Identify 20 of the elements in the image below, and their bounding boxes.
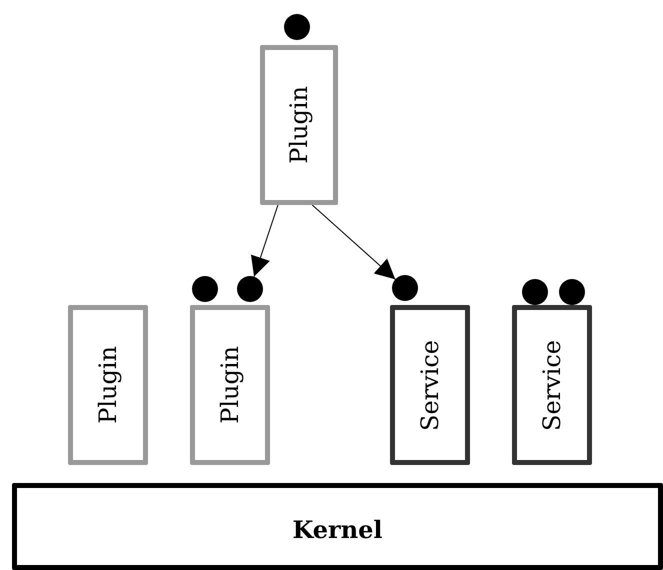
plugin-box [260, 45, 338, 205]
service-box [512, 305, 592, 465]
plugin-label: Plugin [216, 346, 244, 424]
service-label: Service [538, 340, 566, 430]
connector-dot [522, 279, 548, 305]
arrow [250, 204, 278, 278]
plugin-box [190, 305, 270, 465]
connector-dot [392, 275, 418, 301]
service-box [390, 305, 470, 465]
service-label: Service [416, 340, 444, 430]
plugin-box [68, 305, 148, 465]
connector-dot [559, 279, 585, 305]
connector-dot [192, 276, 218, 302]
arrow [312, 204, 396, 280]
plugin-label: Plugin [94, 346, 122, 424]
kernel-label: Kernel [292, 515, 383, 544]
kernel-bar [12, 483, 663, 570]
plugin-label: Plugin [285, 86, 313, 164]
connector-dot [284, 14, 310, 40]
connector-dot [237, 276, 263, 302]
